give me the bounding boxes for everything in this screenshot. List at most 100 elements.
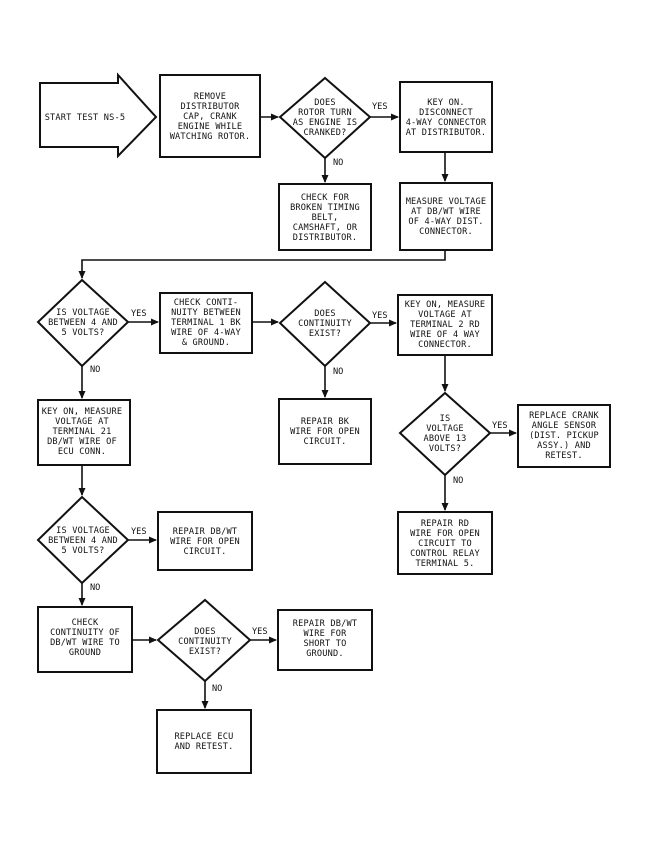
node-label-line: IS VOLTAGE bbox=[56, 308, 110, 318]
replace-ecu-box bbox=[156, 709, 252, 774]
start-label: START TEST NS-5 bbox=[45, 113, 126, 123]
check-broken-box bbox=[278, 183, 372, 251]
node-label-line: TERMINAL 2 RD bbox=[410, 320, 480, 330]
node-label-line: REPAIR DB/WT bbox=[293, 619, 358, 629]
key-on-disconnect-box bbox=[399, 81, 493, 153]
node-label-line: 5 VOLTS? bbox=[62, 328, 105, 338]
node-label-line: & GROUND. bbox=[182, 338, 230, 348]
node-label-line: 5 VOLTS? bbox=[62, 546, 105, 556]
node-label-line: DB/WT WIRE TO bbox=[50, 638, 120, 648]
node-label-line: MEASURE VOLTAGE bbox=[406, 197, 487, 207]
node-label-line: VOLTS? bbox=[429, 444, 461, 454]
node-label-line: DISTRIBUTOR bbox=[180, 102, 240, 112]
node-label-line: VOLTAGE AT bbox=[418, 310, 472, 320]
node-label-line: IS bbox=[440, 414, 451, 424]
node-label-line: CONTROL RELAY bbox=[410, 549, 480, 559]
node-label-line: CHECK bbox=[72, 618, 99, 628]
edge-label-yes: YES bbox=[131, 309, 147, 319]
node-label-line: IS VOLTAGE bbox=[56, 526, 110, 536]
node-label-line: BROKEN TIMING bbox=[290, 203, 360, 213]
node-label-line: REPLACE CRANK bbox=[529, 411, 599, 421]
node-label-line: ABOVE 13 bbox=[424, 434, 467, 444]
node-label-line: WIRE FOR OPEN bbox=[410, 529, 480, 539]
node-label-line: START TEST NS-5 bbox=[45, 113, 126, 123]
edge-label-yes: YES bbox=[131, 527, 147, 537]
node-label-line: CONTINUITY bbox=[298, 319, 352, 329]
node-label-line: AT DB/WT WIRE bbox=[411, 207, 481, 217]
node-label-line: TERMINAL 21 bbox=[52, 427, 111, 437]
start-terminal bbox=[39, 72, 158, 159]
node-label-line: RETEST. bbox=[545, 451, 583, 461]
node-label-line: CONTINUITY OF bbox=[50, 628, 120, 638]
node-label-line: SHORT TO bbox=[304, 639, 347, 649]
node-label-line: REPAIR DB/WT bbox=[173, 527, 238, 537]
node-label-line: CHECK CONTI- bbox=[174, 298, 239, 308]
node-label-line: REMOVE bbox=[194, 92, 226, 102]
node-label-line: 4-WAY CONNECTOR bbox=[406, 118, 487, 128]
node-label-line: OF 4-WAY DIST. bbox=[408, 217, 483, 227]
node-label-line: DISTRIBUTOR. bbox=[293, 233, 358, 243]
edge-label-no: NO bbox=[212, 684, 222, 694]
node-label-line: ANGLE SENSOR bbox=[532, 421, 597, 431]
node-label-line: CIRCUIT TO bbox=[418, 539, 472, 549]
node-label-line: CONNECTOR. bbox=[418, 340, 472, 350]
node-label-line: VOLTAGE bbox=[426, 424, 464, 434]
node-label-line: BETWEEN 4 AND bbox=[48, 536, 118, 546]
node-label-line: (DIST. PICKUP bbox=[529, 431, 599, 441]
measure-voltage-dbwt-box bbox=[399, 182, 493, 251]
edge-label-yes: YES bbox=[252, 627, 268, 637]
node-label-line: VOLTAGE AT bbox=[55, 417, 109, 427]
node-label-line: WIRE FOR OPEN bbox=[290, 427, 360, 437]
repair-dbwt-short-box bbox=[277, 609, 373, 671]
repair-dbwt-open-box bbox=[157, 511, 253, 571]
node-label-line: ENGINE WHILE bbox=[178, 122, 243, 132]
replace-crank-sensor-box bbox=[517, 404, 611, 468]
node-label-line: DISCONNECT bbox=[419, 108, 473, 118]
node-label-line: CIRCUIT. bbox=[184, 547, 227, 557]
edge-measure-to-voltage-a bbox=[78, 250, 446, 279]
node-label-line: GROUND. bbox=[306, 649, 344, 659]
node-label-line: BETWEEN 4 AND bbox=[48, 318, 118, 328]
node-label-line: CIRCUIT. bbox=[304, 437, 347, 447]
node-label-line: CHECK FOR bbox=[301, 193, 350, 203]
node-label-line: REPAIR BK bbox=[301, 417, 350, 427]
edge-label-no: NO bbox=[90, 583, 100, 593]
node-label-line: BELT, bbox=[312, 213, 339, 223]
node-label-line: WATCHING ROTOR. bbox=[170, 132, 251, 142]
check-continuity-bk-box bbox=[159, 292, 253, 354]
node-label-line: KEY ON, MEASURE bbox=[42, 407, 123, 417]
node-label-line: ECU CONN. bbox=[58, 447, 106, 457]
node-label-line: AT DISTRIBUTOR. bbox=[406, 128, 487, 138]
edge-label-yes: YES bbox=[372, 311, 388, 321]
node-label-line: WIRE FOR bbox=[304, 629, 348, 639]
node-label-line: ROTOR TURN bbox=[298, 108, 352, 118]
node-label-line: TERMINAL 5. bbox=[415, 559, 474, 569]
node-label-line: AND RETEST. bbox=[174, 742, 233, 752]
node-label-line: CONNECTOR. bbox=[419, 227, 473, 237]
node-label-line: DOES bbox=[314, 309, 336, 319]
node-label-line: REPAIR RD bbox=[421, 519, 469, 529]
node-label-line: DOES bbox=[314, 98, 336, 108]
remove-cap-box bbox=[159, 74, 261, 158]
node-label-line: CAMSHAFT, OR bbox=[293, 223, 358, 233]
edge-label-no: NO bbox=[333, 158, 343, 168]
repair-rd-box bbox=[397, 511, 493, 575]
